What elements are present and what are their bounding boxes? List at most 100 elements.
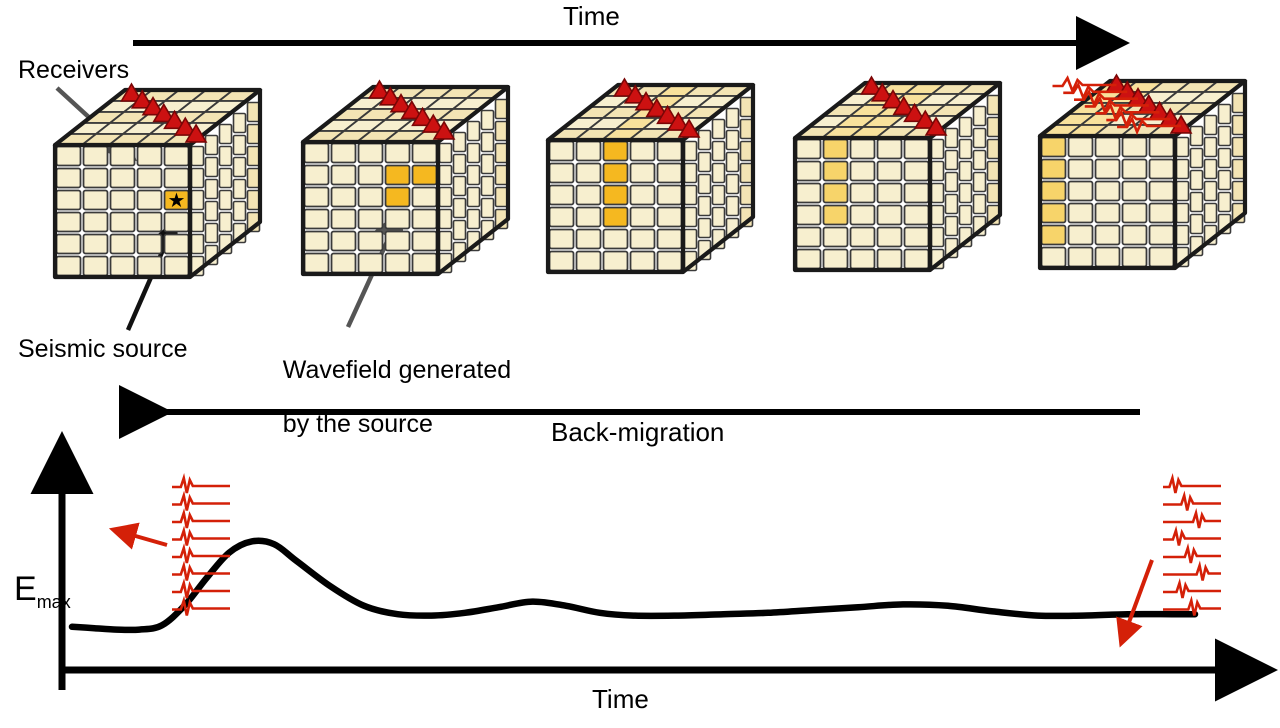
- wavefield-cell: [1040, 158, 1067, 180]
- cube-cell: [384, 230, 411, 252]
- receiver-icon: [368, 79, 391, 99]
- cube-cell: [795, 226, 822, 248]
- receiver-icon: [421, 113, 445, 133]
- cube-outline: [545, 82, 756, 275]
- cube-cell: [683, 228, 698, 250]
- cube-cell: [725, 195, 740, 217]
- cube-cell: [1121, 202, 1148, 224]
- wavefield-label: Wavefield generated by the source: [255, 330, 511, 465]
- cube-cell: [548, 162, 575, 184]
- cube-front-face: [303, 142, 438, 274]
- cube-outline: [1037, 78, 1248, 271]
- cube-cell: [55, 167, 82, 189]
- cube-cell: [1203, 158, 1218, 180]
- cube-cell: [494, 142, 509, 164]
- cube-cell: [656, 162, 683, 184]
- cube-cell: [1175, 136, 1190, 158]
- cube-cell: [683, 162, 698, 184]
- trace-line: [1106, 109, 1171, 129]
- receivers-label: Receivers: [18, 56, 130, 84]
- seismogram-trace: [1163, 507, 1221, 529]
- cube-cell: [384, 252, 411, 274]
- cube-cell: [136, 167, 163, 189]
- cube-cell: [1203, 114, 1218, 136]
- cube-sequence: ★: [52, 73, 1248, 280]
- receiver-icon: [1169, 114, 1193, 134]
- seismogram-trace: [172, 490, 230, 511]
- cube-cell: [1175, 202, 1190, 224]
- seismogram-trace: [172, 542, 230, 564]
- cube-cell: [1148, 246, 1175, 268]
- cube-cell: [656, 140, 683, 162]
- cube-cell: [849, 160, 876, 182]
- cube-cell: [1217, 147, 1232, 169]
- cube-cell: [1121, 246, 1148, 268]
- cube-cell: [1203, 136, 1218, 158]
- coherent-stack: [172, 472, 230, 616]
- cube-cell: [204, 178, 219, 200]
- cube-cell: [683, 184, 698, 206]
- cube-cell: [629, 140, 656, 162]
- cube-cell: [876, 248, 903, 270]
- trace-line: [1063, 81, 1128, 102]
- cube-cell: [303, 208, 330, 230]
- cube-cell: [903, 248, 930, 270]
- cube-cell: [876, 160, 903, 182]
- cube-cell: [1094, 136, 1121, 158]
- cube-cell: [903, 138, 930, 160]
- cube-cell: [384, 142, 411, 164]
- cube-cell: [656, 206, 683, 228]
- cube-cell: [930, 138, 945, 160]
- cube-cell: [629, 228, 656, 250]
- cube-cell: [739, 184, 754, 206]
- cube-cell: [903, 226, 930, 248]
- cube-cell: [232, 178, 247, 200]
- cube-cell: [82, 211, 109, 233]
- cube-cell: [136, 233, 163, 255]
- cube-cell: [452, 131, 467, 153]
- receiver-icon: [881, 89, 905, 109]
- cube-cell: [986, 94, 1001, 116]
- cube-cell: [849, 204, 876, 226]
- coherent-stack-pointer: [108, 522, 168, 550]
- cube-cell: [136, 145, 163, 167]
- receiver-icon: [634, 91, 658, 111]
- receiver-icon: [677, 118, 701, 138]
- cube-cell: [82, 167, 109, 189]
- cube-2: [300, 79, 511, 277]
- cube-cell: [411, 208, 438, 230]
- cube-cell: [876, 204, 903, 226]
- cube-cell: [629, 184, 656, 206]
- cube-cell: [136, 189, 163, 211]
- receiver-icon: [432, 120, 456, 140]
- cube-cell: [494, 164, 509, 186]
- cube-cell: [1148, 136, 1175, 158]
- cube-cell: [303, 230, 330, 252]
- cube-cell: [330, 164, 357, 186]
- cube-cell: [232, 156, 247, 178]
- cube-cell: [944, 215, 959, 237]
- cube-cell: [330, 208, 357, 230]
- cube-cell: [204, 156, 219, 178]
- cube-cell: [232, 134, 247, 156]
- cube-cell: [1175, 158, 1190, 180]
- cube-cell: [683, 206, 698, 228]
- cube-cell: [357, 252, 384, 274]
- wavefield-cell: [1040, 136, 1067, 158]
- seismogram-trace: [1163, 595, 1221, 616]
- cube-cell: [903, 204, 930, 226]
- seismogram-trace: [1163, 525, 1221, 546]
- cube-front-face: [1040, 136, 1175, 268]
- cube-cell: [109, 211, 136, 233]
- cube-cell: [1217, 169, 1232, 191]
- receiver-array: [368, 79, 456, 140]
- wavefield-pointer: [345, 208, 404, 328]
- cube-cell: [109, 189, 136, 211]
- cube-cell: [958, 138, 973, 160]
- receiver-icon: [623, 84, 647, 104]
- wavefield-cell: [1040, 202, 1067, 224]
- receiver-array: [1105, 73, 1193, 134]
- cube-cell: [1217, 103, 1232, 125]
- cube-cell: [683, 140, 698, 162]
